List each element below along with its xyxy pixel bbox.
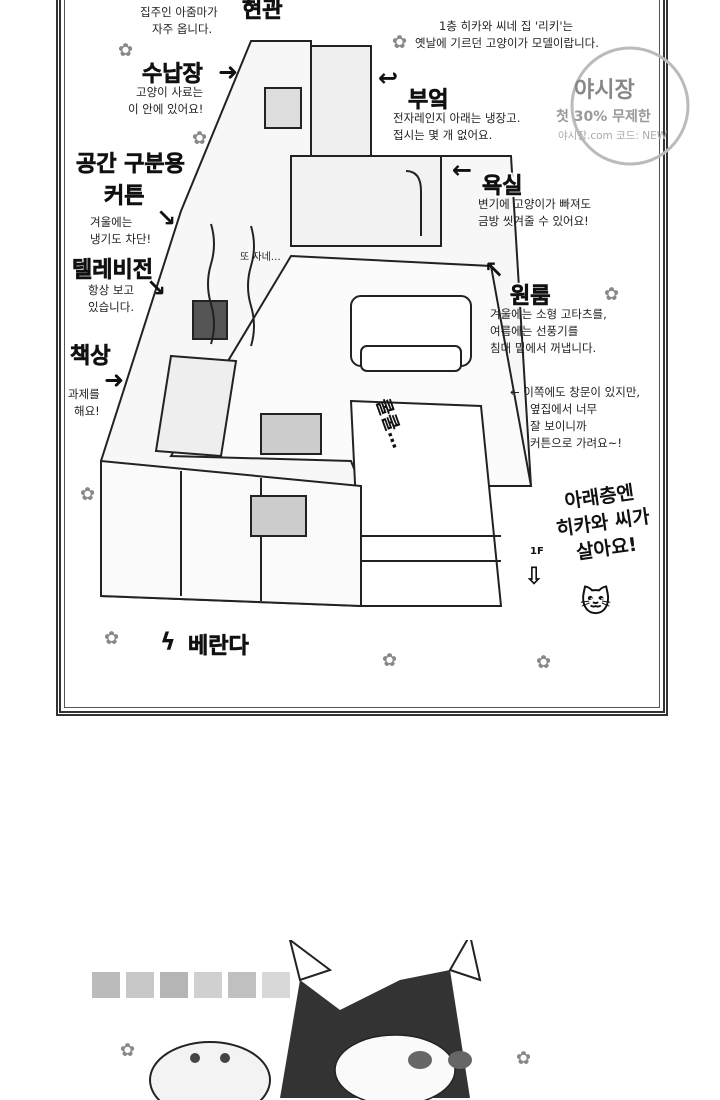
flower-icon: ✿: [118, 40, 134, 61]
bathroom-note-line1: 변기에 고양이가 빠져도: [478, 197, 592, 211]
flower-icon: ✿: [536, 652, 552, 673]
arrow-icon: ←: [452, 156, 473, 184]
curtain-note: 겨울에는 냉기도 차단!: [90, 214, 151, 248]
landlady-note-line1: 집주인 아줌마가: [140, 5, 218, 19]
storage-note-line1: 고양이 사료는: [136, 85, 204, 99]
storage-title: 수납장: [142, 62, 203, 88]
window-note-line3: 잘 보이니까: [530, 419, 587, 433]
bathroom-note-line2: 금방 씻겨줄 수 있어요!: [478, 214, 589, 228]
arrow-icon: ➜: [104, 366, 125, 394]
watermark-name: 야시장: [574, 78, 635, 103]
one-room-note-line1: 겨울에는 소형 고타츠를,: [490, 307, 607, 321]
arrow-icon: ➜: [218, 58, 239, 86]
sleep-speech: 또 자네…: [240, 252, 281, 263]
kitchen-note-line1: 전자레인지 아래는 냉장고.: [393, 111, 521, 125]
arrow-icon: ⇩: [524, 562, 545, 590]
room-map-panel: [56, 0, 668, 716]
curtain-note-line2: 냉기도 차단!: [90, 232, 152, 246]
desk-note: 과제를 해요!: [68, 386, 100, 420]
first-floor-note: 1층 히카와 씨네 집 '리키'는 옛날에 기르던 고양이가 모델이랍니다.: [415, 18, 599, 52]
arrow-icon: ↘: [156, 204, 177, 232]
arrow-icon: ϟ: [160, 628, 176, 656]
desk-title: 책상: [70, 344, 111, 370]
flower-icon: ✿: [120, 1040, 136, 1061]
tone-swatch: [194, 972, 222, 998]
kitchen-note-line2: 접시는 몇 개 없어요.: [393, 128, 493, 142]
landlady-note-line2: 자주 옵니다.: [152, 22, 213, 36]
curtain-title-line1: 공간 구분용: [76, 152, 185, 178]
window-note: ← 이쪽에도 창문이 있지만, 옆집에서 너무 잘 보이니까 커튼으로 가려요~…: [510, 384, 640, 452]
tv-note: 항상 보고 있습니다.: [88, 282, 134, 316]
storage-note-line2: 이 안에 있어요!: [128, 102, 204, 116]
character-preview-illustration: [149, 940, 482, 1100]
window-note-line4: 커튼으로 가려요~!: [530, 436, 622, 450]
flower-icon: ✿: [382, 650, 398, 671]
flower-icon: ✿: [392, 32, 408, 53]
one-room-note-line2: 여름에는 선풍기를: [490, 324, 579, 338]
one-room-title: 원룸: [510, 284, 551, 310]
tone-swatch: [126, 972, 154, 998]
veranda-title: 베란다: [188, 634, 249, 660]
room-isometric-illustration: [100, 40, 533, 608]
kitchen-title: 부엌: [408, 88, 449, 114]
tv-note-line1: 항상 보고: [88, 283, 134, 297]
flower-icon: ✿: [604, 284, 620, 305]
storage-note: 고양이 사료는 이 안에 있어요!: [128, 84, 203, 118]
bathroom-note: 변기에 고양이가 빠져도 금방 씻겨줄 수 있어요!: [478, 196, 591, 230]
first-floor-note-line2: 옛날에 기르던 고양이가 모델이랍니다.: [415, 36, 599, 50]
tone-swatch: [228, 972, 256, 998]
window-note-line1: ← 이쪽에도 창문이 있지만,: [510, 385, 641, 399]
cat-icon: 🐱: [580, 585, 612, 620]
watermark-badge: 야시장 첫 30% 무제한 야시장.com 코드: NEW: [556, 44, 704, 168]
watermark-code: 야시장.com 코드: NEW: [558, 130, 668, 142]
one-room-note-line3: 침대 밑에서 꺼냅니다.: [490, 341, 597, 355]
downstairs-callout: 아래층엔 히카와 씨가 살아요!: [551, 478, 655, 568]
tone-swatch: [92, 972, 120, 998]
flower-icon: ✿: [192, 128, 208, 149]
landlady-note: 집주인 아줌마가 자주 옵니다.: [140, 4, 218, 38]
tone-swatch: [262, 972, 290, 998]
watermark-promo: 첫 30% 무제한: [556, 109, 651, 125]
flower-icon: ✿: [516, 1048, 532, 1069]
kitchen-note: 전자레인지 아래는 냉장고. 접시는 몇 개 없어요.: [393, 110, 520, 144]
floor-label: 1F: [530, 546, 544, 557]
window-note-line2: 옆집에서 너무: [530, 402, 598, 416]
tone-swatch: [160, 972, 188, 998]
curtain-note-line1: 겨울에는: [90, 215, 133, 229]
bathroom-title: 욕실: [482, 174, 523, 200]
desk-note-line2: 해요!: [74, 404, 100, 418]
arrow-icon: ↩: [378, 64, 399, 92]
flower-icon: ✿: [80, 484, 96, 505]
first-floor-note-line1: 1층 히카와 씨네 집 '리키'는: [439, 19, 574, 33]
watermark-seal: [570, 46, 690, 166]
arrow-icon: ↘: [146, 274, 167, 302]
curtain-title-line2: 커튼: [104, 184, 145, 210]
entrance-title: 현관: [242, 0, 283, 23]
tv-title: 텔레비전: [72, 258, 154, 284]
arrow-icon: ↖: [484, 256, 505, 284]
one-room-note: 겨울에는 소형 고타츠를, 여름에는 선풍기를 침대 밑에서 꺼냅니다.: [490, 306, 607, 357]
tv-note-line2: 있습니다.: [88, 300, 134, 314]
desk-note-line1: 과제를: [68, 387, 100, 401]
flower-icon: ✿: [104, 628, 120, 649]
curtain-title: 공간 구분용 커튼: [76, 146, 185, 210]
